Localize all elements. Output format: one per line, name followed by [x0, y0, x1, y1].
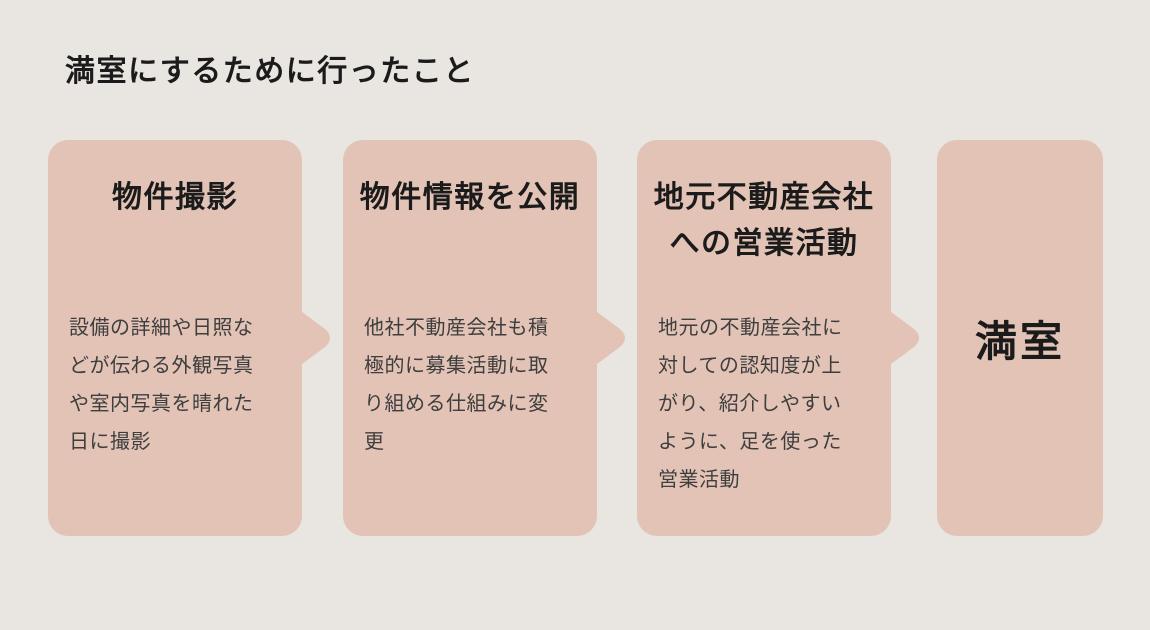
step-heading: 地元不動産会社 への営業活動: [653, 181, 875, 260]
step-description: 他社不動産会社も積極的に募集活動に取り組める仕組みに変更: [364, 317, 549, 453]
step-description: 設備の詳細や日照などが伝わる外観写真や室内写真を晴れた日に撮影: [69, 317, 254, 453]
page-title: 満室にするために行ったこと: [65, 55, 475, 88]
arrow-right-icon: [593, 309, 625, 367]
result-label: 満室: [974, 317, 1065, 365]
step-heading: 物件情報を公開: [359, 181, 581, 214]
result-card: 満室: [937, 140, 1103, 536]
step-heading: 物件撮影: [112, 181, 238, 214]
arrow-right-icon: [887, 309, 919, 367]
step-card-publish-info: 物件情報を公開 他社不動産会社も積極的に募集活動に取り組める仕組みに変更: [343, 140, 625, 536]
step-description: 地元の不動産会社に対しての認知度が上がり、紹介しやすいように、足を使った営業活動: [658, 317, 843, 491]
step-card-property-photos: 物件撮影 設備の詳細や日照などが伝わる外観写真や室内写真を晴れた日に撮影: [48, 140, 330, 536]
arrow-right-icon: [298, 309, 330, 367]
step-card-local-sales: 地元不動産会社 への営業活動 地元の不動産会社に対しての認知度が上がり、紹介しや…: [637, 140, 919, 536]
